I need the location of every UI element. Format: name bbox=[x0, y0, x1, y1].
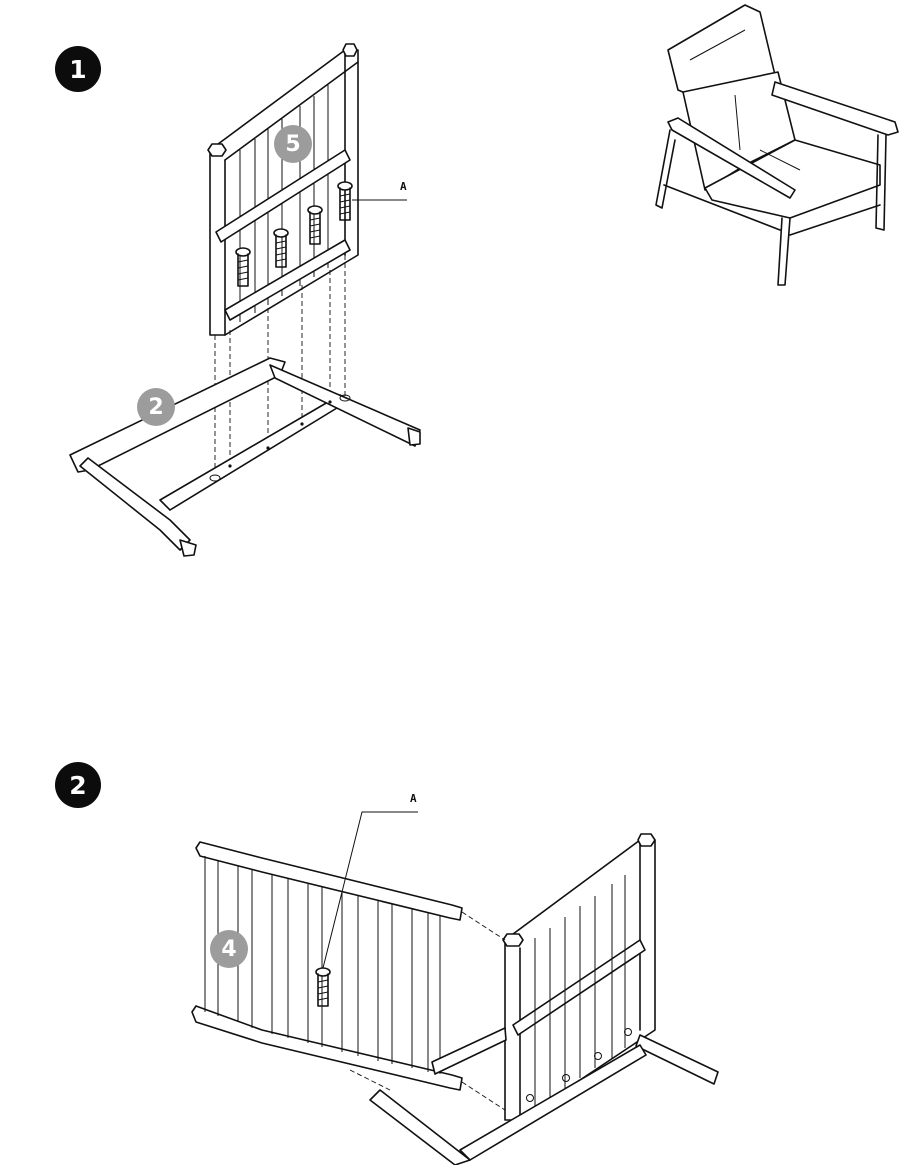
screw-icon bbox=[273, 228, 289, 268]
screw-icon bbox=[315, 967, 331, 1007]
side-frame-icon bbox=[369, 833, 719, 1165]
callout-leader bbox=[322, 811, 418, 969]
base-frame-icon bbox=[69, 357, 421, 557]
part-4-label: 4 bbox=[221, 936, 237, 962]
step-1-badge: 1 bbox=[55, 46, 101, 92]
part-2-label: 2 bbox=[148, 394, 164, 420]
seat-panel-icon bbox=[191, 841, 463, 1091]
step-1-number: 1 bbox=[69, 54, 87, 84]
screw-icon bbox=[307, 205, 323, 245]
step-2-number: 2 bbox=[69, 770, 87, 800]
screw-icon bbox=[337, 181, 353, 221]
part-2-badge: 2 bbox=[137, 388, 175, 426]
part-5-badge: 5 bbox=[274, 125, 312, 163]
step-2-badge: 2 bbox=[55, 762, 101, 808]
fastener-callout-a: A bbox=[400, 180, 407, 193]
part-5-label: 5 bbox=[285, 131, 301, 157]
backrest-panel-icon bbox=[207, 43, 359, 336]
fastener-callout-a-step2: A bbox=[410, 792, 417, 805]
screw-icon bbox=[235, 247, 251, 287]
part-4-badge: 4 bbox=[210, 930, 248, 968]
armchair-icon bbox=[655, 4, 899, 286]
